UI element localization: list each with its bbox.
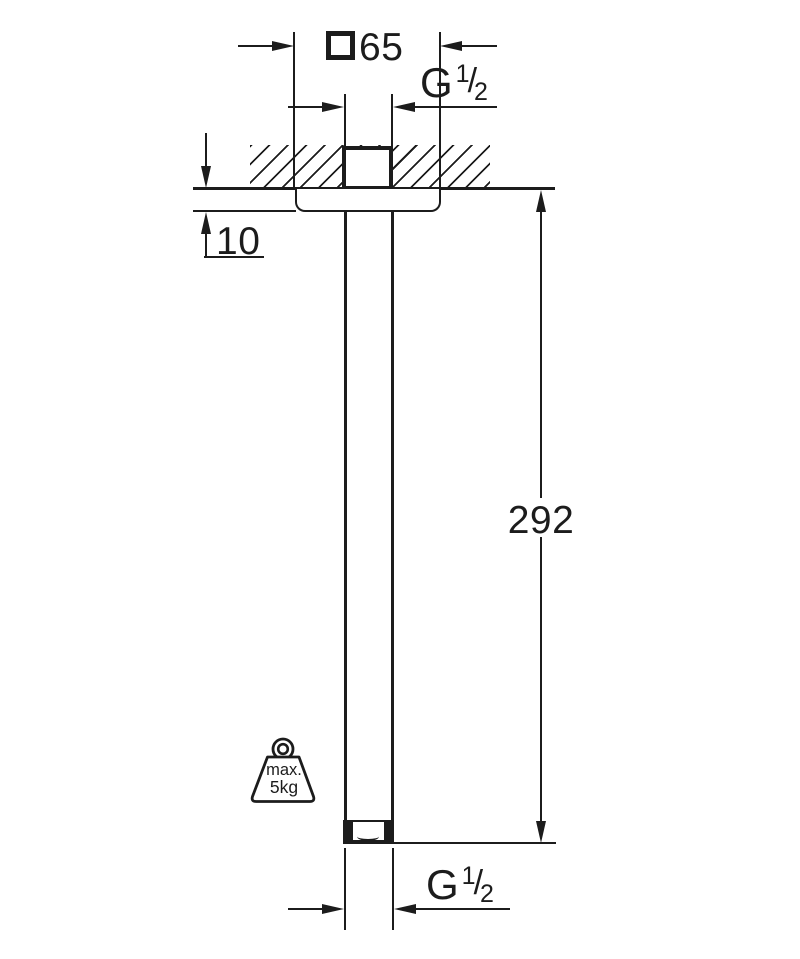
dim-thread-bottom-line-left — [288, 908, 324, 910]
weight-badge-line1: max. — [266, 761, 302, 779]
dim-plate-arrow-shaft-lower — [205, 232, 207, 257]
thread-bottom-numerator: 1 — [461, 862, 476, 890]
weight-ring-inner — [276, 742, 290, 756]
arrowhead-left-icon — [394, 904, 416, 914]
pipe-end-nut — [343, 820, 394, 844]
dim-flange-width-line-right — [460, 45, 497, 47]
arrowhead-up-icon — [201, 212, 211, 234]
thread-top-denominator: 2 — [474, 78, 488, 106]
thread-top-slash: / — [467, 62, 478, 100]
extension-line — [293, 32, 295, 189]
dim-thread-bottom-line-right — [414, 908, 510, 910]
arrowhead-left-icon — [393, 102, 415, 112]
square-symbol-icon — [326, 31, 355, 60]
thread-bottom-slash: / — [473, 864, 484, 902]
dim-flange-width-line-left — [238, 45, 276, 47]
nut-bottom-arc — [357, 832, 379, 841]
flange-width-value: 65 — [359, 26, 404, 69]
arrowhead-left-icon — [440, 41, 462, 51]
weight-badge-line2: 5kg — [270, 777, 298, 797]
pipe-right-line — [391, 211, 394, 822]
weight-body — [250, 755, 316, 803]
nut-chamfer-left — [345, 822, 353, 840]
arm-length-value: 292 — [507, 499, 575, 542]
arrowhead-down-icon — [536, 821, 546, 843]
thread-bottom-prefix: G — [426, 861, 459, 908]
thread-top-numerator: 1 — [455, 60, 470, 88]
dim-arm-length-shaft-upper — [540, 211, 542, 498]
plate-thickness-underline — [204, 256, 264, 258]
nut-chamfer-right — [384, 822, 392, 840]
arrowhead-right-icon — [322, 102, 344, 112]
extension-line — [439, 32, 441, 189]
flange-bottom-extension-line — [193, 210, 296, 212]
extension-line — [344, 848, 346, 930]
thread-top-prefix: G — [420, 59, 453, 106]
pipe-bottom-extension-line — [394, 842, 556, 844]
arrowhead-right-icon — [272, 41, 294, 51]
dim-thread-top-line-right — [413, 106, 497, 108]
dim-plate-arrow-shaft-upper — [205, 133, 207, 169]
plate-thickness-value: 10 — [216, 220, 261, 263]
arrowhead-right-icon — [322, 904, 344, 914]
pipe-left-line — [344, 211, 347, 822]
weight-limit-icon: max. 5kg — [250, 737, 316, 803]
flange — [295, 189, 441, 212]
extension-line — [392, 848, 394, 930]
arrowhead-down-icon — [201, 166, 211, 188]
thread-bottom-denominator: 2 — [480, 880, 494, 908]
arrowhead-up-icon — [536, 190, 546, 212]
dim-arm-length-shaft-lower — [540, 537, 542, 822]
extension-line — [391, 94, 393, 146]
dim-thread-top-line-left — [288, 106, 324, 108]
connector-square — [342, 146, 393, 190]
extension-line — [344, 94, 346, 146]
